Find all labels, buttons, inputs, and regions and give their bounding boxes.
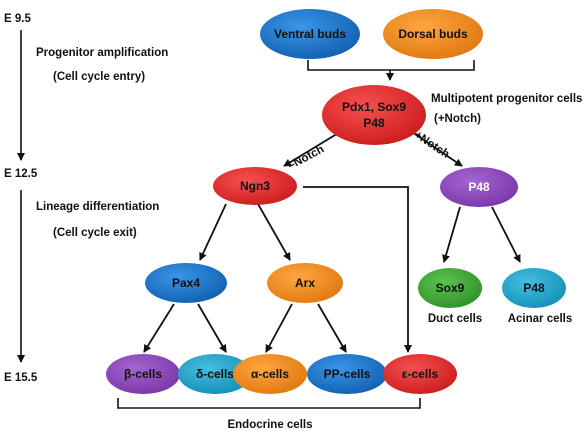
- node-progenitor-line1: Pdx1, Sox9: [342, 100, 406, 114]
- endocrine-bracket: [117, 398, 421, 409]
- label-multipotent: Multipotent progenitor cells: [431, 93, 582, 105]
- node-p48: [440, 167, 518, 207]
- node-dorsal-buds-label: Dorsal buds: [398, 27, 468, 41]
- node-sox9: [418, 268, 482, 308]
- node-ngn3-label: Ngn3: [240, 179, 270, 193]
- node-beta-cells: [106, 354, 180, 394]
- arrow-pax4-to-beta: [143, 303, 175, 353]
- node-ventral-buds-label: Ventral buds: [274, 27, 346, 41]
- arrow-ngn3-to-epsilon: [303, 186, 412, 353]
- phase-cell-cycle-entry: (Cell cycle entry): [53, 71, 145, 83]
- node-alpha-cells: [233, 354, 307, 394]
- node-pp-cells: [307, 354, 387, 394]
- arrow-ngn3-to-pax4: [199, 203, 227, 261]
- buds-bracket: [307, 60, 475, 71]
- node-progenitor-line2: P48: [363, 116, 385, 130]
- arrow-pax4-to-delta: [197, 303, 227, 353]
- node-pax4: [145, 263, 227, 303]
- node-p48-acinar: [502, 268, 566, 308]
- label-minus-notch: –Notch: [286, 143, 326, 172]
- node-p48-acinar-label: P48: [523, 281, 545, 295]
- phase-differentiation: Lineage differentiation: [36, 201, 159, 213]
- node-arx: [267, 263, 343, 303]
- node-ventral-buds: [260, 9, 360, 59]
- arrow-progenitor-to-p48: [411, 131, 463, 167]
- label-duct-cells: Duct cells: [428, 313, 482, 325]
- node-ngn3: [213, 167, 297, 205]
- phase-amplification: Progenitor amplification: [36, 47, 168, 59]
- node-beta-cells-label: β-cells: [124, 367, 162, 381]
- node-multipotent-progenitor: [322, 85, 426, 145]
- node-p48-label: P48: [468, 180, 490, 194]
- node-epsilon-cells-label: ε-cells: [402, 367, 439, 381]
- arrow-p48-to-acinar: [491, 206, 521, 263]
- stage-label-e9-5: E 9.5: [4, 13, 31, 25]
- phase-cell-cycle-exit: (Cell cycle exit): [53, 227, 137, 239]
- node-delta-cells-label: δ-cells: [196, 367, 234, 381]
- node-arx-label: Arx: [295, 276, 315, 290]
- node-dorsal-buds: [383, 9, 483, 59]
- label-acinar-cells: Acinar cells: [508, 313, 573, 325]
- arrow-arx-to-alpha: [265, 303, 293, 353]
- arrow-ngn3-to-arx: [257, 203, 291, 261]
- node-delta-cells: [178, 354, 252, 394]
- stage-label-e12-5: E 12.5: [4, 168, 38, 180]
- arrow-p48-to-sox9: [442, 206, 461, 263]
- node-sox9-label: Sox9: [436, 281, 465, 295]
- label-plus-notch: +Notch: [412, 129, 451, 161]
- label-endocrine-cells: Endocrine cells: [227, 419, 312, 431]
- stage-label-e15-5: E 15.5: [4, 372, 38, 384]
- node-pp-cells-label: PP-cells: [324, 367, 371, 381]
- arrow-progenitor-to-ngn3: [283, 131, 341, 167]
- arrow-arx-to-pp: [317, 303, 347, 353]
- node-alpha-cells-label: α-cells: [251, 367, 289, 381]
- label-plus-notch-paren: (+Notch): [434, 113, 481, 125]
- node-pax4-label: Pax4: [172, 276, 200, 290]
- node-epsilon-cells: [383, 354, 457, 394]
